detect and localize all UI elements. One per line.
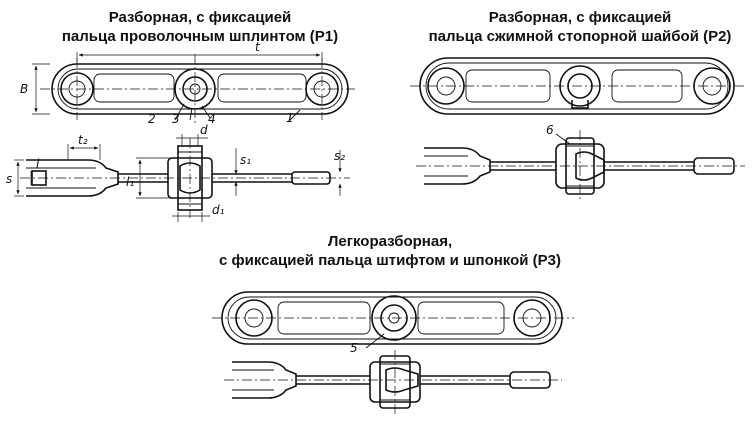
p3-center-link xyxy=(369,361,421,403)
title-p2-line2: пальца сжимной стопорной шайбой (Р2) xyxy=(428,28,732,45)
label-4: 4 xyxy=(208,112,216,126)
label-t: t xyxy=(255,40,261,54)
p1-end-lug xyxy=(291,171,331,185)
label-B: B xyxy=(20,82,28,96)
label-s2: s₂ xyxy=(334,149,345,163)
title-p3-line1: Легкоразборная, xyxy=(327,233,453,250)
p1-slot-left xyxy=(93,73,175,103)
label-t2: t₂ xyxy=(78,133,88,147)
title-p2-line1: Разборная, с фиксацией xyxy=(488,9,672,26)
title-p1-line2: пальца проволочным шплинтом (Р1) xyxy=(61,28,339,45)
label-s: s xyxy=(6,172,12,186)
title-p1: Разборная, с фиксацией пальца проволочны… xyxy=(40,8,360,46)
title-p1-line1: Разборная, с фиксацией xyxy=(108,9,292,26)
title-p2: Разборная, с фиксацией пальца сжимной ст… xyxy=(410,8,750,46)
label-6: 6 xyxy=(546,123,554,137)
label-l: l xyxy=(36,157,40,171)
label-3: 3 xyxy=(172,112,180,126)
p3-side-view xyxy=(224,350,562,414)
p2-top-view xyxy=(410,57,745,115)
label-d1: d₁ xyxy=(212,203,225,217)
label-d: d xyxy=(200,123,208,137)
p2-inner-plate xyxy=(425,62,729,110)
title-p3: Легкоразборная, с фиксацией пальца штифт… xyxy=(200,232,580,270)
label-s1: s₁ xyxy=(240,153,251,167)
label-2: 2 xyxy=(148,112,156,126)
label-1: 1 xyxy=(286,111,294,125)
p1-top-view: B t 2 3 4 1 xyxy=(20,40,355,126)
title-p3-line2: с фиксацией пальца штифтом и шпонкой (Р3… xyxy=(218,252,562,269)
p1-slot-right xyxy=(217,73,307,103)
label-5: 5 xyxy=(350,341,358,355)
p3-top-view: 5 xyxy=(212,291,574,355)
p2-end-lug xyxy=(693,157,735,175)
p3-end-lug xyxy=(509,371,551,389)
p2-side-view: 6 xyxy=(416,123,745,202)
label-l1: l₁ xyxy=(126,175,134,189)
p1-side-view: t₂ s l l₁ d d₁ s₁ s₂ xyxy=(6,123,350,222)
